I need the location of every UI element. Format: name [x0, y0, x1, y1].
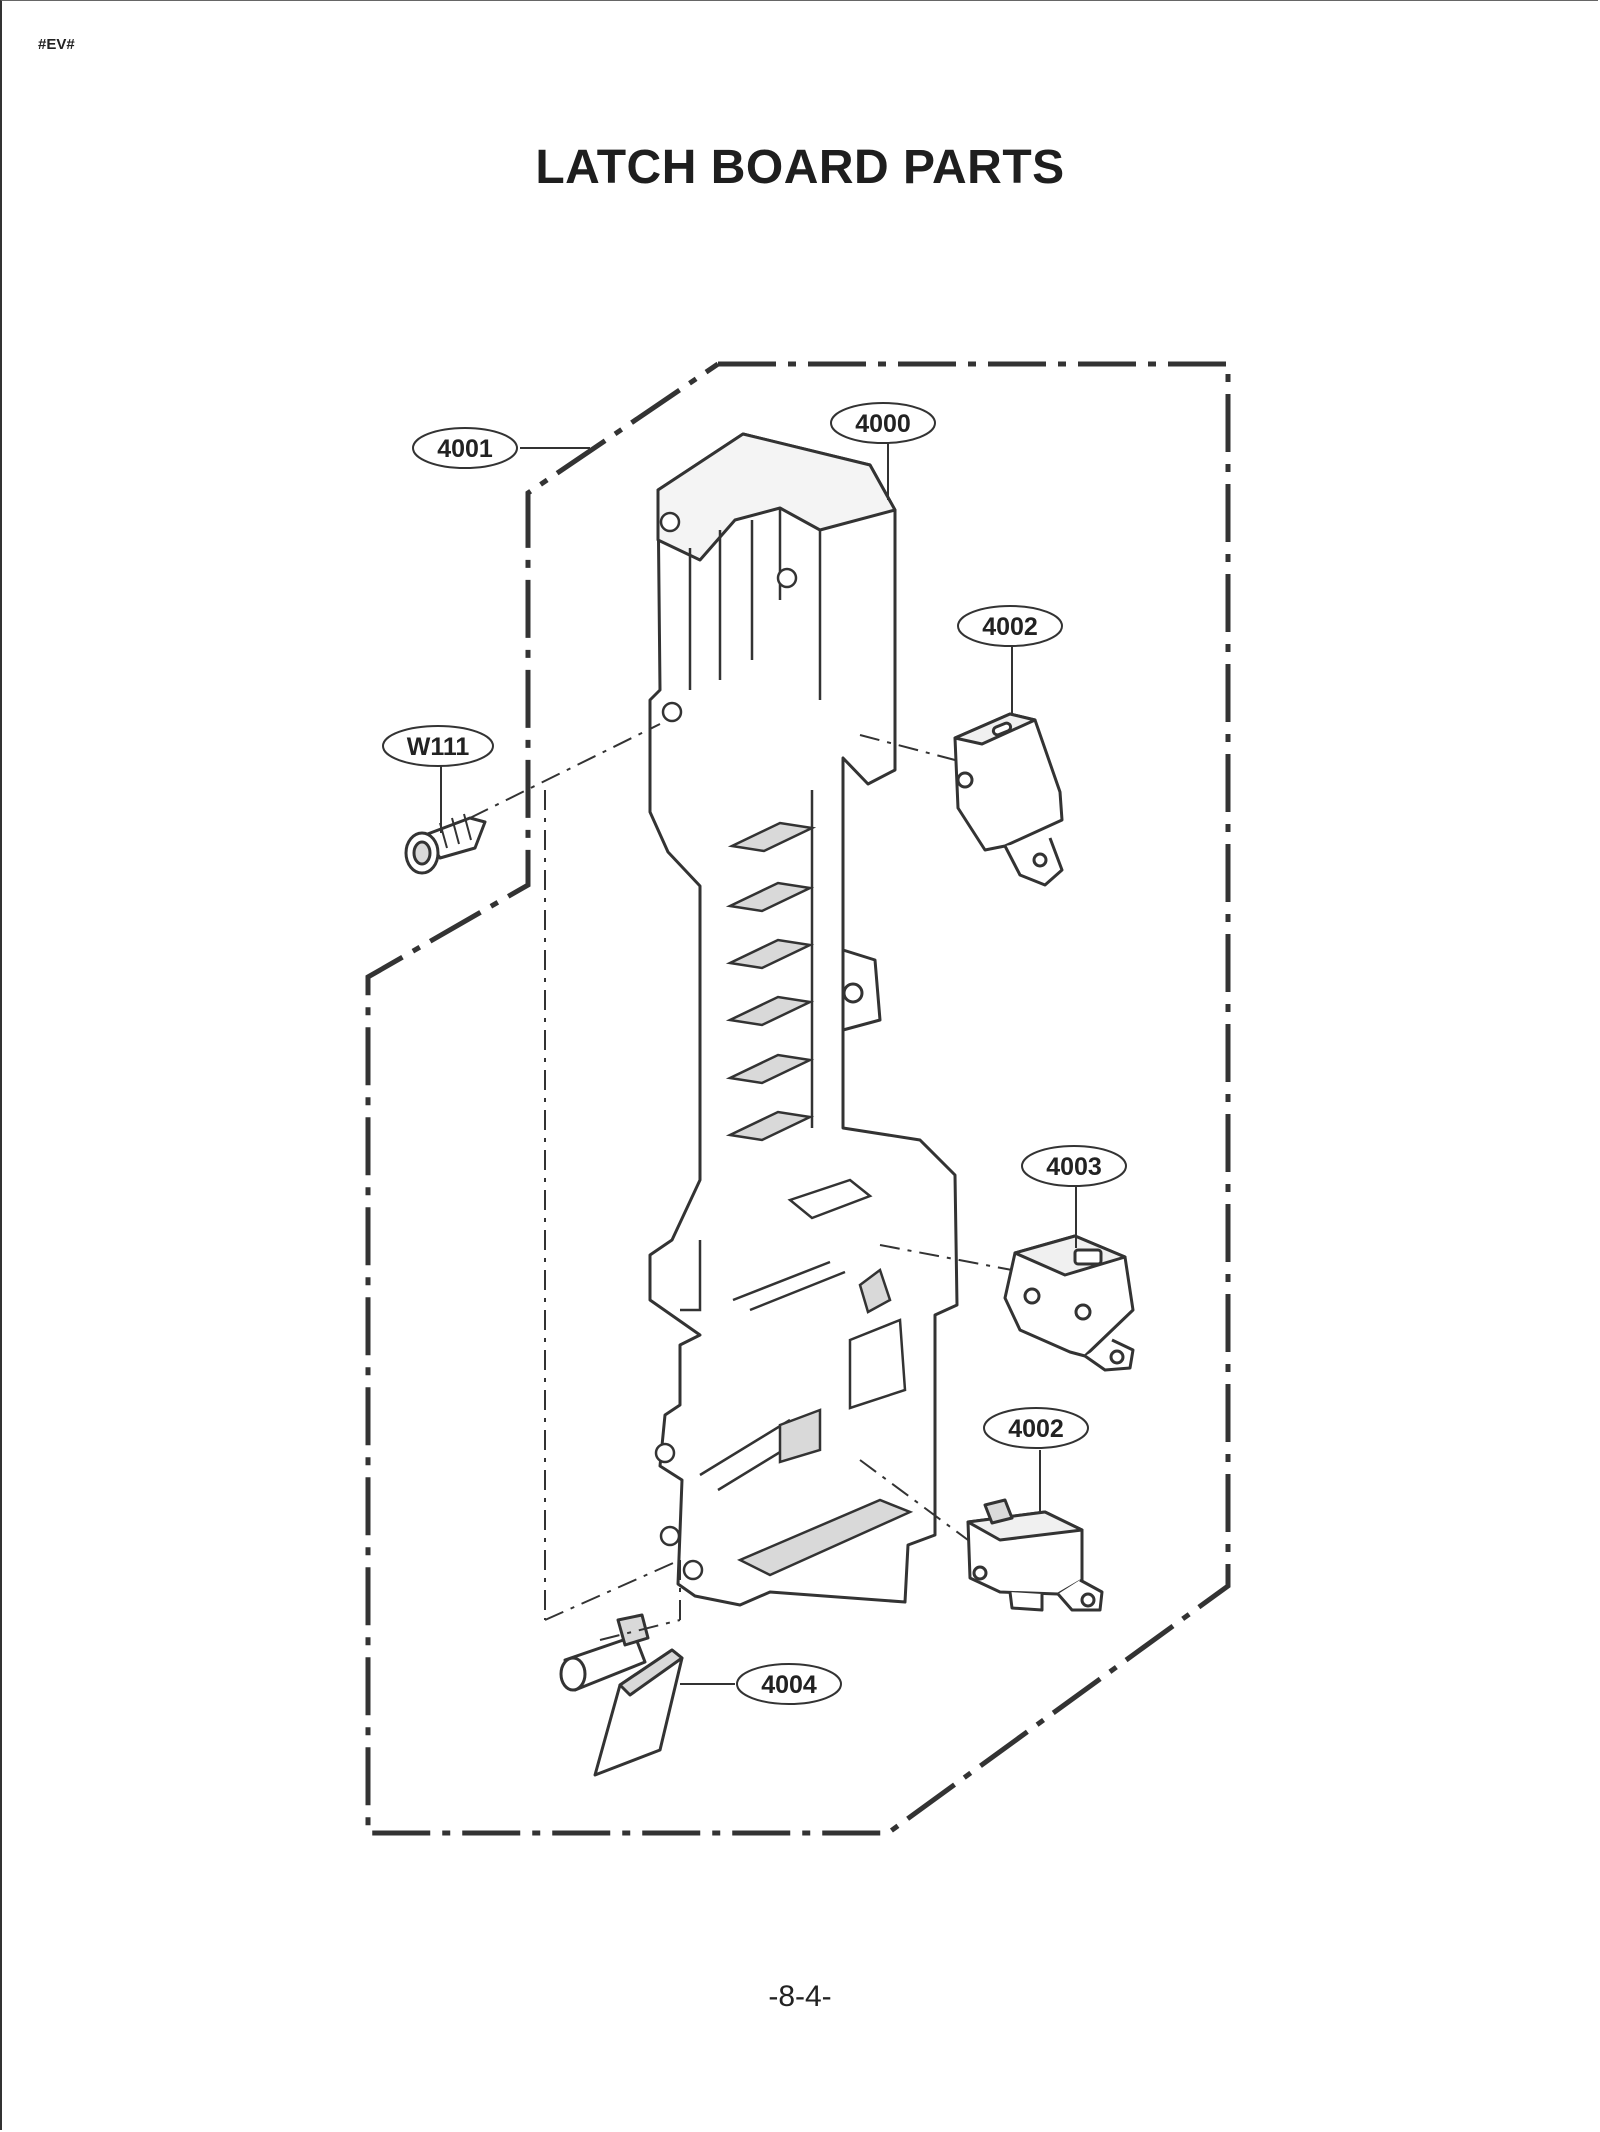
callout-label: 4001	[437, 435, 493, 463]
page-number: -8-4-	[768, 1980, 832, 2013]
callout-4002-upper: 4002	[957, 605, 1063, 647]
screw-w111	[404, 813, 487, 875]
latch-board-body	[648, 432, 959, 1607]
callout-label: W111	[407, 733, 470, 761]
callout-4002-lower: 4002	[983, 1407, 1089, 1449]
page-title: LATCH BOARD PARTS	[535, 141, 1065, 194]
latch-board-details	[654, 511, 914, 1581]
document-code: #EV#	[38, 36, 75, 53]
callout-w111: W111	[382, 725, 494, 767]
callout-4004: 4004	[736, 1663, 842, 1705]
callout-4001: 4001	[412, 427, 518, 469]
callout-label: 4000	[855, 410, 911, 438]
switch-4002-upper	[953, 712, 1064, 887]
callout-label: 4002	[982, 613, 1038, 641]
switch-4003	[1003, 1234, 1135, 1372]
callout-label: 4003	[1046, 1153, 1102, 1181]
switch-4002-lower	[966, 1498, 1104, 1612]
lever-4004	[559, 1613, 684, 1777]
latch-board-ribs	[725, 821, 817, 1142]
callout-4003: 4003	[1021, 1145, 1127, 1187]
callout-label: 4004	[761, 1671, 817, 1699]
callout-4000: 4000	[830, 402, 936, 444]
projection-lines	[469, 723, 1013, 1641]
callout-leaders	[440, 441, 1077, 1685]
callout-label: 4002	[1008, 1415, 1064, 1443]
assembly-boundary	[365, 361, 1231, 1836]
